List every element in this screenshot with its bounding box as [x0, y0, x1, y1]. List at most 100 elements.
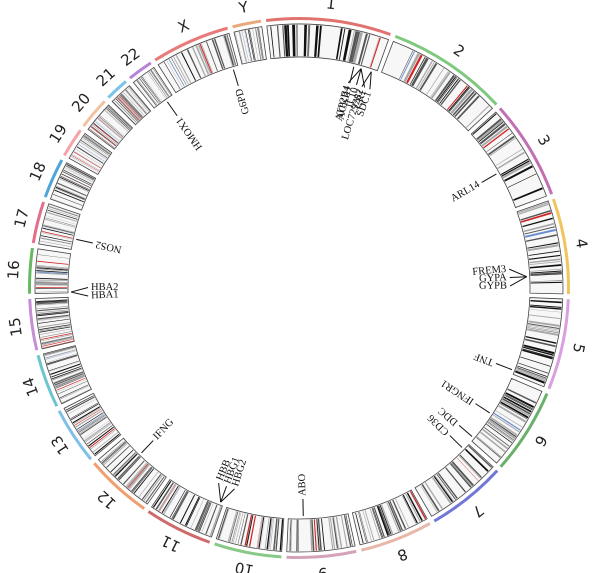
chromosome-band — [173, 491, 189, 520]
chromosome-band — [105, 109, 129, 132]
chromosome-band — [286, 24, 291, 57]
chromosome-band — [317, 25, 322, 58]
chromosome-band — [518, 362, 549, 374]
chromosome-band — [472, 113, 497, 135]
chromosome-band — [77, 413, 105, 431]
gene-label-frem3: FREM3 — [472, 264, 507, 278]
chromosome-band — [47, 355, 78, 366]
chromosome-band — [94, 433, 120, 455]
chromosome-band — [433, 475, 454, 503]
chromosome-band — [369, 508, 381, 539]
chromosome-band — [115, 98, 139, 122]
chromosome-band — [303, 24, 307, 57]
chromosome-band — [335, 28, 343, 60]
chromosome-band — [340, 515, 348, 547]
chromosome-band — [102, 442, 127, 464]
chromosome-band — [268, 518, 273, 550]
gene-label-ifngr1: IFNGR1 — [439, 377, 476, 406]
chromosome-band — [530, 305, 562, 310]
chromosome-band — [104, 110, 129, 132]
chromosome-band — [40, 331, 72, 338]
chromosome-band — [478, 121, 504, 143]
chromosome-band — [518, 201, 549, 214]
chromosome-band — [36, 265, 69, 269]
gene-label-il10: IL10 — [345, 86, 361, 109]
chromosome-11 — [150, 479, 223, 538]
chromosome-band — [76, 412, 104, 430]
chromosome-band — [88, 426, 114, 447]
chromosome-label-3: 3 — [534, 132, 554, 149]
chromosome-band — [389, 500, 403, 531]
chromosome-band — [520, 356, 551, 367]
chromosome-band — [42, 339, 74, 347]
chromosome-band — [343, 515, 352, 547]
chromosome-band — [35, 282, 68, 284]
chromosome-band — [35, 279, 68, 282]
chromosome-band — [54, 373, 84, 386]
chromosome-band — [488, 135, 515, 156]
chromosome-band — [108, 106, 132, 129]
chromosome-band — [501, 399, 530, 417]
chromosome-band — [454, 92, 477, 117]
chromosome-band — [70, 403, 99, 421]
chromosome-band — [190, 499, 204, 529]
chromosome-band — [127, 463, 149, 489]
chromosome-band — [526, 328, 559, 336]
chromosome-band — [84, 135, 111, 155]
chromosome-band — [440, 79, 461, 106]
chromosome-band — [163, 61, 181, 90]
chromosome-band — [74, 408, 102, 426]
chromosome-band — [517, 365, 548, 377]
chromosome-band — [82, 137, 109, 156]
chromosome-label-y: Y — [236, 0, 250, 17]
chromosome-band — [36, 299, 68, 302]
chromosome-band — [488, 421, 515, 441]
chromosome-band — [104, 110, 128, 132]
gene-marker-line — [220, 488, 235, 503]
chromosome-band — [338, 28, 346, 60]
chromosome-band — [373, 507, 385, 538]
chromosome-band — [434, 475, 454, 502]
chromosome-band — [395, 498, 409, 528]
chromosome-strip-18 — [43, 159, 64, 198]
chromosome-band — [48, 208, 79, 219]
chromosome-band — [110, 449, 134, 473]
chromosome-band — [507, 173, 537, 188]
chromosome-band — [317, 518, 322, 551]
chromosome-band — [171, 490, 188, 519]
chromosome-band — [133, 468, 155, 494]
chromosome-band — [108, 106, 132, 128]
chromosome-band — [55, 376, 85, 389]
chromosome-band — [329, 517, 336, 549]
chromosome-band — [97, 118, 122, 139]
chromosome-band — [40, 238, 72, 245]
chromosome-band — [527, 244, 559, 252]
chromosome-band — [240, 513, 249, 545]
chromosome-band — [529, 314, 561, 320]
chromosome-band — [495, 410, 523, 428]
chromosome-band — [194, 500, 209, 531]
chromosome-label-21: 21 — [93, 64, 119, 90]
chromosome-band — [516, 367, 547, 379]
chromosome-band — [118, 456, 141, 481]
chromosome-band — [191, 46, 206, 77]
chromosome-band — [439, 78, 459, 104]
chromosome-band — [36, 268, 68, 272]
gene-marker-line — [481, 173, 497, 183]
gene-marker-line — [509, 276, 527, 279]
chromosome-band — [84, 134, 111, 154]
chromosome-band — [60, 175, 90, 190]
chromosome-band — [101, 440, 125, 462]
chromosome-band — [403, 53, 421, 83]
chromosome-strip-1 — [265, 17, 391, 36]
chromosome-band — [523, 222, 555, 233]
chromosome-band — [36, 266, 68, 270]
chromosome-band — [90, 429, 116, 450]
chromosome-band — [78, 415, 106, 433]
chromosome-band — [104, 110, 128, 132]
chromosome-band — [223, 35, 235, 66]
chromosome-band — [200, 43, 214, 73]
chromosome-strip-14 — [36, 354, 59, 407]
chromosome-band — [417, 62, 435, 90]
chromosome-band — [488, 419, 516, 440]
